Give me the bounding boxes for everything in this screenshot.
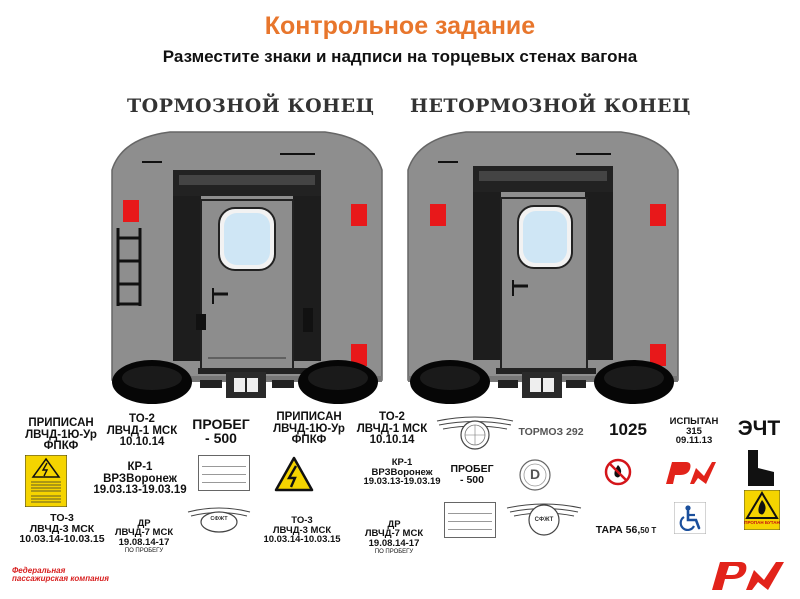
number-1025-sign: 1025 bbox=[609, 420, 647, 439]
ispytan-sign: ИСПЫТАН 315 09.11.13 bbox=[669, 416, 719, 447]
wheelchair-accessible-icon bbox=[674, 502, 706, 534]
to2-sign-2: ТО-2 ЛВЧД-1 МСК 10.10.14 bbox=[356, 411, 428, 447]
pripisan-sign-1: ПРИПИСАН ЛВЧД-1Ю-Ур ФПКФ bbox=[25, 417, 97, 453]
sfzht-text-2: СФЖТ bbox=[534, 517, 554, 523]
rzd-logo-large-icon bbox=[712, 562, 784, 590]
d-circle-icon bbox=[519, 459, 551, 491]
to3-sign-2: ТО-3 ЛВЧД-3 МСК 10.03.14-10.03.15 bbox=[263, 515, 341, 546]
pripisan-sign-2: ПРИПИСАН ЛВЧД-1Ю-Ур ФПКФ bbox=[273, 411, 345, 447]
high-voltage-warning-icon bbox=[274, 456, 314, 492]
electric-warning-plate-icon bbox=[25, 455, 67, 507]
dr-sign-2-main: ДР ЛВЧД-7 МСК 19.08.14-17 bbox=[364, 518, 424, 550]
braking-end-label: ТОРМОЗНОЙ КОНЕЦ bbox=[127, 95, 375, 117]
d-circle-letter: D bbox=[529, 466, 541, 482]
probeg-sign-1: ПРОБЕГ - 500 bbox=[192, 416, 250, 447]
sfzht-text-1: СФЖТ bbox=[210, 516, 228, 522]
fpk-logo-text: Федеральная пассажирская компания bbox=[12, 566, 109, 584]
tara-main: ТАРА 56, bbox=[595, 523, 641, 536]
braking-end-car-image bbox=[111, 131, 383, 404]
tormoz-sign: ТОРМОЗ 292 bbox=[518, 426, 584, 438]
to2-sign-1: ТО-2 ЛВЧД-1 МСК 10.10.14 bbox=[106, 413, 178, 449]
rzd-logo-small-icon bbox=[666, 462, 716, 484]
dr-sign-1-sub: ПО ПРОБЕГУ bbox=[124, 547, 164, 554]
page-subtitle: Разместите знаки и надписи на торцевых с… bbox=[162, 47, 638, 66]
tara-sub: 50 Т bbox=[640, 525, 657, 535]
dr-sign-2: ДР ЛВЧД-7 МСК 19.08.14-17 ПО ПРОБЕГУ bbox=[358, 510, 430, 565]
dr-sign-2-sub: ПО ПРОБЕГУ bbox=[374, 548, 414, 555]
sfzht-emblem-2-icon bbox=[187, 507, 251, 533]
kr1-sign-1: КР-1 ВРЗВоронеж 19.03.13-19.03.19 bbox=[93, 461, 187, 497]
page-title: Контрольное задание bbox=[264, 12, 536, 40]
echt-symbol-icon bbox=[748, 450, 774, 486]
tara-sign: ТАРА 56,50 Т bbox=[586, 514, 666, 535]
propane-label: ПРОПАН БУТАН bbox=[744, 520, 780, 525]
non-braking-end-label: НЕТОРМОЗНОЙ КОНЕЦ bbox=[410, 95, 691, 117]
no-open-fire-icon bbox=[604, 458, 632, 486]
model-info-plate-1 bbox=[198, 455, 250, 491]
probeg-sign-2: ПРОБЕГ - 500 bbox=[450, 463, 494, 486]
kr1-sign-2: КР-1 ВРЗВоронеж 19.03.13-19.03.19 bbox=[363, 457, 441, 488]
dr-sign-1-main: ДР ЛВЧД-7 МСК 19.08.14-17 bbox=[114, 517, 174, 549]
to3-sign-1: ТО-3 ЛВЧД-3 МСК 10.03.14-10.03.15 bbox=[19, 512, 105, 546]
dr-sign-1: ДР ЛВЧД-7 МСК 19.08.14-17 ПО ПРОБЕГУ bbox=[108, 509, 180, 564]
sfzht-emblem-3-icon bbox=[506, 503, 582, 536]
echt-sign: ЭЧТ bbox=[737, 417, 781, 440]
propane-warning-icon bbox=[744, 490, 780, 530]
sfzht-emblem-icon bbox=[436, 416, 514, 450]
non-braking-end-car-image bbox=[407, 131, 679, 404]
model-info-plate-2 bbox=[444, 502, 496, 538]
